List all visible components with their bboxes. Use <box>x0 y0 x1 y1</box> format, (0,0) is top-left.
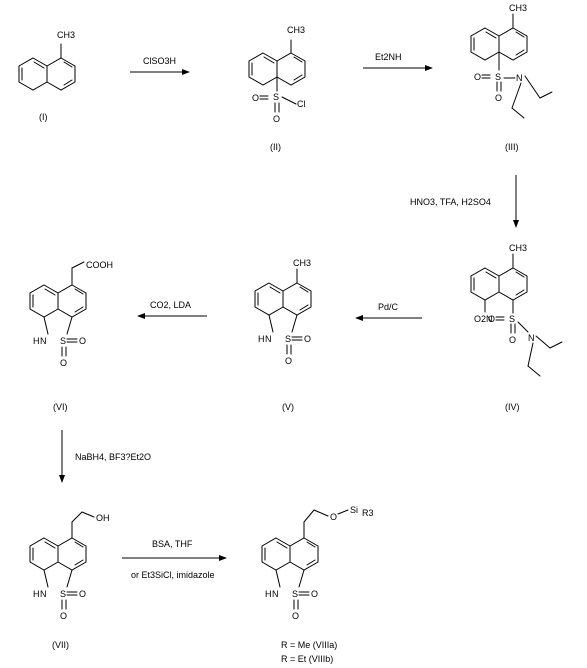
methyl-label: CH3 <box>293 258 311 268</box>
oxygen-label: O <box>474 72 481 82</box>
compound-III-structure: S O O N <box>470 13 553 119</box>
nitro-label: O2N <box>474 314 493 324</box>
nitrogen-label: N <box>528 333 535 343</box>
r-definition-a: R = Me (VIIIa) <box>281 640 337 650</box>
nitrogen-label: N <box>265 334 272 344</box>
oxygen-label: O <box>495 93 502 103</box>
nitrogen-label: N <box>40 336 47 346</box>
compound-VII: OH N H S O O (VII) <box>29 511 110 650</box>
r3-label: R3 <box>362 508 374 518</box>
compound-III: S O O N (III) <box>470 13 553 152</box>
compound-II-structure: S Cl O O <box>248 39 306 124</box>
hydrogen-label: H <box>33 336 40 346</box>
reagent-step6: NaBH4, BF3?Et2O <box>75 452 151 462</box>
compound-id-VII: (VII) <box>52 640 69 650</box>
oxygen-label: O <box>304 334 311 344</box>
oxygen-label: O <box>285 356 292 366</box>
carboxylic-acid-label: COOH <box>86 260 113 270</box>
hydrogen-label: H <box>265 589 272 599</box>
compound-I-structure: CH3 <box>18 30 76 91</box>
arrow-step4: Pd/C <box>355 302 422 321</box>
hydroxyl-label: OH <box>96 513 110 523</box>
sulfur-label: S <box>495 72 501 82</box>
arrow-step3: HNO3, TFA, H2SO4 <box>410 175 519 228</box>
compound-V-structure: N H S O O <box>254 268 312 366</box>
sulfur-label: S <box>60 589 66 599</box>
compound-VI-structure: COOH N H S O O <box>29 260 113 368</box>
compound-id-I: (I) <box>39 112 48 122</box>
oxygen-label: O <box>509 335 516 345</box>
compound-IV: O2N S O O N (IV) <box>470 253 563 412</box>
hydrogen-label: H <box>258 334 265 344</box>
compound-VIII-structure: O Si R3 N H S O O <box>261 505 374 621</box>
arrow-step1: ClSO3H <box>130 56 190 75</box>
ether-oxygen-label: O <box>330 512 337 522</box>
oxygen-label: O <box>292 611 299 621</box>
compound-V: N H S O O (V) <box>254 268 312 412</box>
compound-II: S Cl O O (II) <box>248 39 306 152</box>
oxygen-label: O <box>60 358 67 368</box>
methyl-label: CH3 <box>509 243 527 253</box>
sulfur-label: S <box>509 314 515 324</box>
nitrogen-label: N <box>272 589 279 599</box>
oxygen-label: O <box>79 336 86 346</box>
sulfur-label: S <box>60 336 66 346</box>
compound-I: CH3 (I) <box>18 30 76 122</box>
nitrogen-label: N <box>516 73 523 83</box>
sulfur-label: S <box>285 334 291 344</box>
oxygen-label: O <box>252 93 259 103</box>
compound-id-II: (II) <box>270 142 281 152</box>
oxygen-label: O <box>273 114 280 124</box>
oxygen-label: O <box>79 589 86 599</box>
methyl-label: CH3 <box>509 3 527 13</box>
compound-id-III: (III) <box>505 142 519 152</box>
compound-IV-structure: O2N S O O N <box>470 253 563 377</box>
chlorine-label: Cl <box>297 99 306 109</box>
reagent-step5: CO2, LDA <box>150 300 191 310</box>
compound-VIII: O Si R3 N H S O O R = Me (VIIIa) R = Et … <box>261 505 374 664</box>
methyl-label: CH3 <box>57 30 75 40</box>
oxygen-label: O <box>311 589 318 599</box>
reagent-step3: HNO3, TFA, H2SO4 <box>410 197 491 207</box>
methyl-label: CH3 <box>287 25 305 35</box>
arrow-step5: CO2, LDA <box>137 300 207 319</box>
r-definition-b: R = Et (VIIIb) <box>281 654 333 664</box>
sulfur-label: S <box>292 589 298 599</box>
arrow-step2: Et2NH <box>363 52 433 71</box>
arrow-step6: NaBH4, BF3?Et2O <box>59 430 151 483</box>
compound-VII-structure: OH N H S O O <box>29 511 110 621</box>
reagent-step4: Pd/C <box>378 302 399 312</box>
oxygen-label: O <box>60 611 67 621</box>
compound-id-V: (V) <box>282 402 294 412</box>
sulfur-label: S <box>273 92 279 102</box>
compound-id-VI: (VI) <box>53 402 68 412</box>
silicon-label: Si <box>350 505 358 515</box>
oxygen-label: O <box>488 314 495 324</box>
compound-id-IV: (IV) <box>505 402 520 412</box>
reagent-step7-a: BSA, THF <box>152 539 193 549</box>
reagent-step1: ClSO3H <box>143 56 176 66</box>
reagent-step7-b: or Et3SiCl, imidazole <box>131 570 215 580</box>
hydrogen-label: H <box>33 589 40 599</box>
compound-VI: COOH N H S O O (VI) <box>29 260 113 412</box>
nitrogen-label: N <box>40 589 47 599</box>
reagent-step2: Et2NH <box>375 52 402 62</box>
arrow-step7: BSA, THF or Et3SiCl, imidazole <box>122 539 227 580</box>
